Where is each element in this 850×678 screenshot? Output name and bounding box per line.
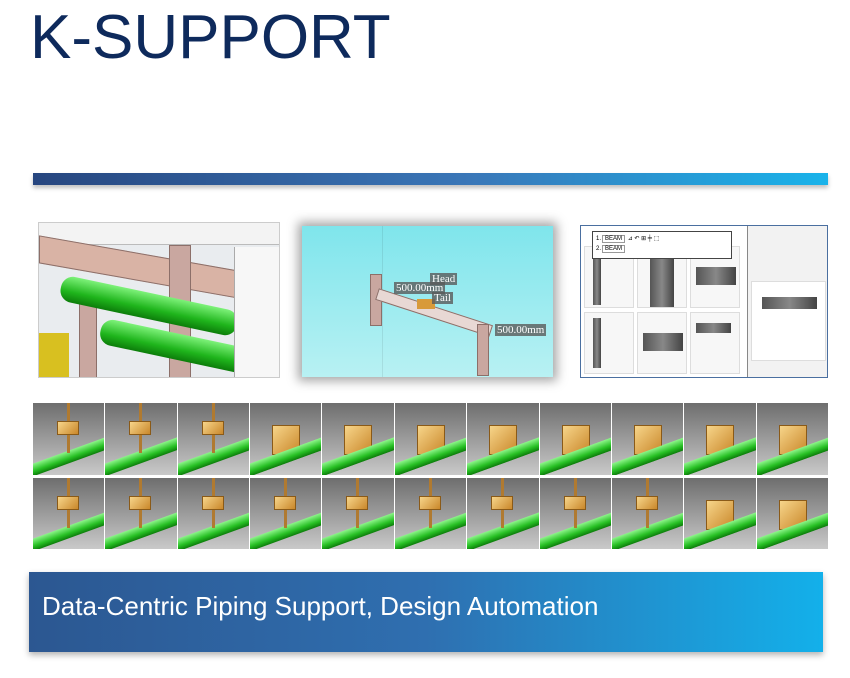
support-type-thumbnail[interactable] bbox=[105, 403, 177, 475]
support-type-gallery bbox=[33, 403, 828, 549]
support-type-thumbnail[interactable] bbox=[322, 477, 394, 549]
tail-label: Tail bbox=[432, 292, 453, 304]
support-type-thumbnail[interactable] bbox=[394, 403, 467, 475]
support-shoe bbox=[417, 299, 435, 309]
spring-hanger bbox=[201, 421, 224, 435]
title-divider-bar bbox=[33, 173, 828, 185]
spring-hanger bbox=[129, 421, 152, 435]
spring-hanger bbox=[418, 495, 441, 510]
page-title: K-SUPPORT bbox=[30, 3, 391, 72]
support-type-thumbnail[interactable] bbox=[250, 477, 322, 549]
revit-3d-view-screenshot bbox=[38, 222, 280, 378]
support-type-thumbnail[interactable] bbox=[177, 477, 250, 549]
support-type-thumbnail[interactable] bbox=[539, 403, 611, 475]
dimension-label: 500.00mm bbox=[495, 324, 547, 336]
support-type-thumbnail[interactable] bbox=[322, 403, 394, 475]
spring-hanger bbox=[201, 495, 224, 510]
configuration-dialog bbox=[747, 226, 827, 377]
support-type-thumbnail[interactable] bbox=[467, 477, 539, 549]
dimension-label: 500.00mm bbox=[394, 282, 446, 294]
spring-hanger bbox=[57, 421, 79, 435]
spring-hanger bbox=[635, 495, 658, 510]
steel-column-right bbox=[477, 324, 489, 376]
spring-hanger bbox=[57, 495, 79, 510]
support-type-thumbnail[interactable] bbox=[684, 403, 756, 475]
spring-hanger bbox=[491, 495, 514, 510]
support-type-thumbnail[interactable] bbox=[756, 403, 828, 475]
application-ribbon bbox=[39, 223, 279, 245]
support-type-thumbnail[interactable] bbox=[539, 477, 611, 549]
support-type-thumbnail[interactable] bbox=[105, 477, 177, 549]
support-type-thumbnail[interactable] bbox=[611, 477, 684, 549]
tagline-banner: Data-Centric Piping Support, Design Auto… bbox=[29, 572, 823, 652]
spring-hanger bbox=[563, 495, 586, 510]
support-type-thumbnail[interactable] bbox=[611, 403, 684, 475]
support-type-thumbnail[interactable] bbox=[250, 403, 322, 475]
support-configuration-screenshot: 1.BEAM ⊿ ↶ ⊞ ╪ ⬚ 2.BEAM bbox=[580, 225, 828, 378]
support-type-thumbnail[interactable] bbox=[177, 403, 250, 475]
support-toolbar: 1.BEAM ⊿ ↶ ⊞ ╪ ⬚ 2.BEAM bbox=[592, 231, 732, 259]
support-type-thumbnail[interactable] bbox=[756, 477, 828, 549]
support-type-thumbnail[interactable] bbox=[684, 477, 756, 549]
support-type-thumbnail[interactable] bbox=[33, 403, 105, 475]
spring-hanger bbox=[346, 495, 369, 510]
properties-panel bbox=[234, 247, 279, 377]
type-dropdown[interactable]: BEAM bbox=[602, 235, 626, 243]
support-type-thumbnail[interactable] bbox=[467, 403, 539, 475]
tagline-text: Data-Centric Piping Support, Design Auto… bbox=[42, 591, 599, 621]
support-placement-screenshot: Head 500.00mm Tail 500.00mm bbox=[302, 226, 553, 377]
type-dropdown[interactable]: BEAM bbox=[602, 245, 626, 253]
support-type-thumbnail[interactable] bbox=[394, 477, 467, 549]
spring-hanger bbox=[274, 495, 297, 510]
support-type-thumbnail[interactable] bbox=[33, 477, 105, 549]
spring-hanger bbox=[129, 495, 152, 510]
yellow-equipment bbox=[39, 333, 69, 377]
